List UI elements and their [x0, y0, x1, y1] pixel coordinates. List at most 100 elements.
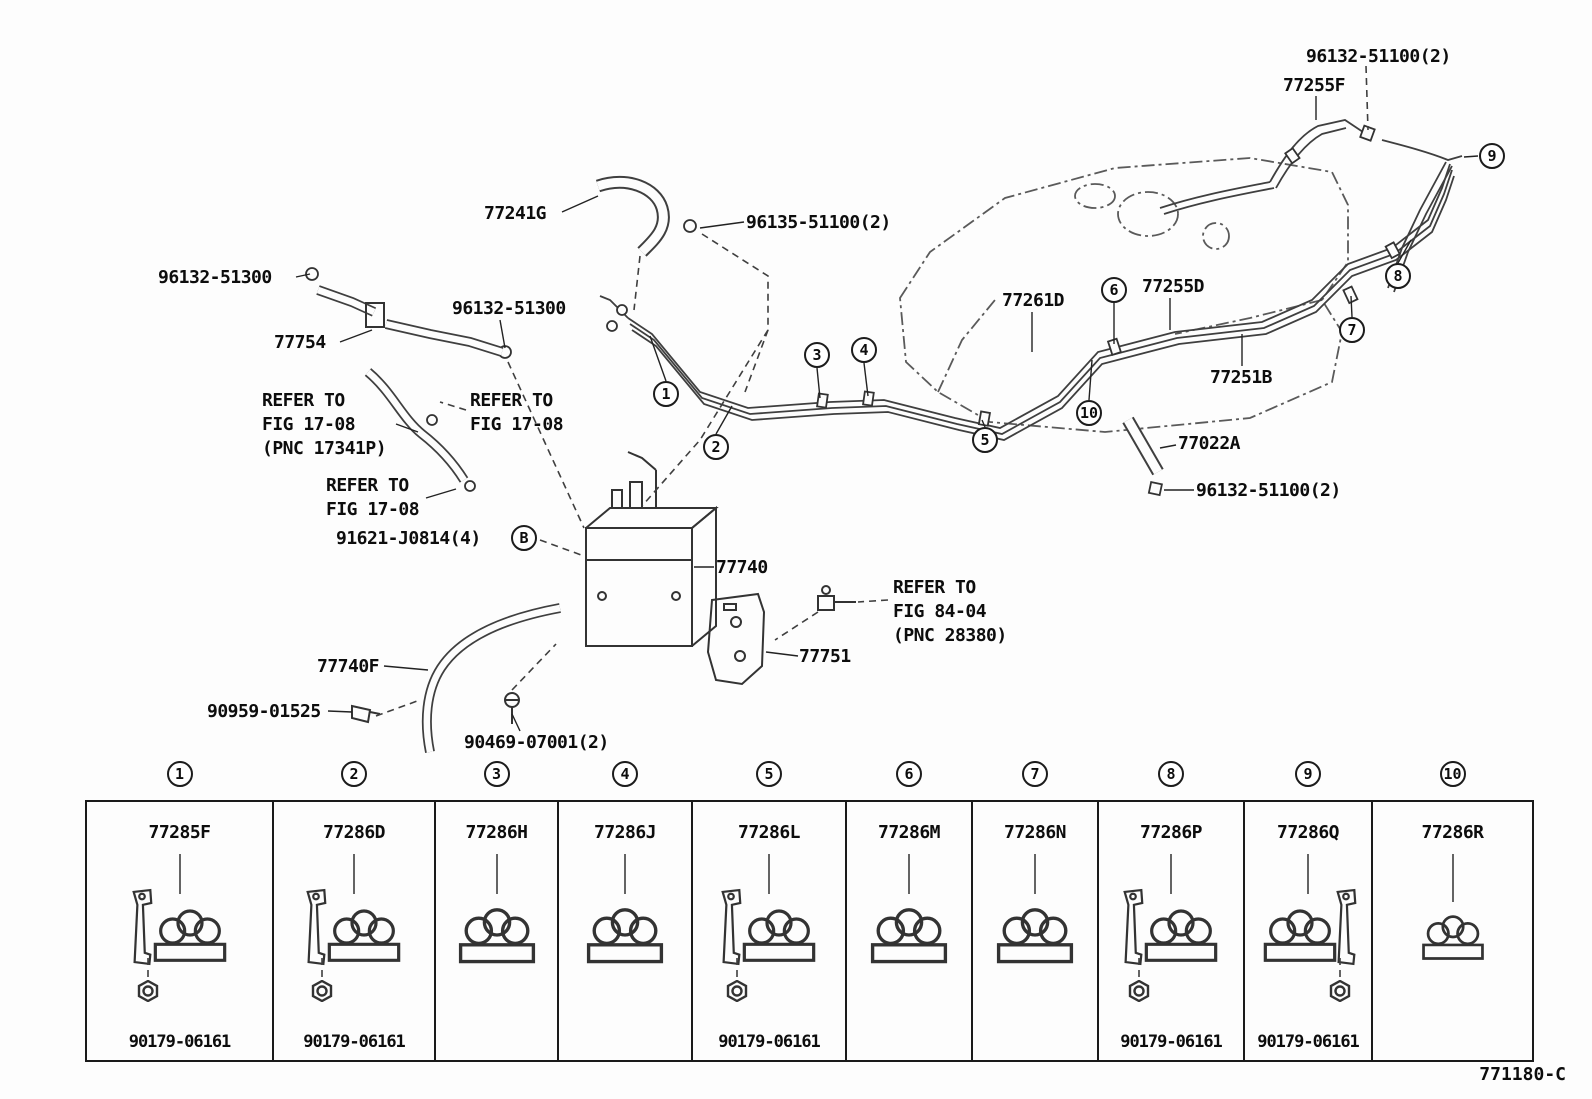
label-90469-07001: 90469-07001(2) [464, 732, 609, 753]
hose-77241G [595, 176, 670, 257]
callout-3: 3 [804, 342, 830, 368]
table-callout-9: 9 [1295, 761, 1321, 787]
table-callout-3: 3 [483, 761, 510, 787]
label-96135-51100: 96135-51100(2) [746, 212, 891, 233]
part-number-90179-06161: 90179-06161 [128, 1032, 232, 1052]
label-77022A: 77022A [1178, 433, 1241, 454]
clip-illustration [870, 854, 948, 964]
label-96132-51300-b: 96132-51300 [452, 298, 566, 319]
bolt-90469 [504, 692, 520, 724]
callout-9: 9 [1479, 143, 1505, 169]
table-callout-8: 8 [1158, 761, 1184, 787]
label-77255F: 77255F [1283, 75, 1346, 96]
table-cell-9: 9 77286Q 90179-06161 [1245, 761, 1373, 1060]
label-77255D: 77255D [1142, 276, 1205, 297]
clip-illustration [1263, 854, 1357, 1002]
part-number-77286M: 77286M [877, 822, 941, 843]
table-cell-7: 7 77286N [973, 761, 1099, 1060]
part-number-77286D: 77286D [322, 822, 386, 843]
refer-note-fig17-08-pnc: REFER TO FIG 17-08 (PNC 17341P) [262, 389, 387, 461]
table-callout-4: 4 [612, 761, 638, 787]
clip-illustration [721, 854, 816, 1002]
refer-note-fig84-04: REFER TO FIG 84-04 (PNC 28380) [893, 576, 1007, 648]
refer-line: FIG 17-08 [326, 499, 420, 520]
refer-line: FIG 17-08 [470, 414, 564, 435]
bracket-77751 [706, 592, 766, 686]
part-number-77285F: 77285F [148, 822, 211, 843]
table-cell-2: 2 77286D 90179-06161 [274, 761, 436, 1060]
dashed-leaders [375, 65, 1369, 717]
tube-clamp-marks [305, 124, 1401, 497]
tube-77022A [1122, 416, 1164, 476]
table-cell-3: 3 77286H [436, 761, 559, 1060]
refer-note-fig17-08-a: REFER TO FIG 17-08 [470, 389, 564, 437]
table-callout-6: 6 [896, 761, 922, 787]
label-77251B: 77251B [1210, 367, 1273, 388]
label-77241G: 77241G [484, 203, 547, 224]
solid-leaders [295, 96, 1479, 732]
clip-parts-table: 1 77285F 90179-06161 2 77286D 90179-0616… [85, 761, 1534, 1062]
label-96132-51100-top: 96132-51100(2) [1306, 46, 1451, 67]
table-cell-5: 5 77286L 90179-06161 [693, 761, 847, 1060]
refer-line: (PNC 17341P) [262, 438, 387, 459]
clip-illustration [996, 854, 1074, 964]
clip-illustration [586, 854, 664, 964]
figure-code: 771180-C [1479, 1064, 1566, 1085]
clip-illustration [458, 854, 535, 964]
label-77740F: 77740F [317, 656, 380, 677]
canister-77740 [585, 451, 719, 647]
refer-line: FIG 17-08 [262, 414, 356, 435]
elbow-fitting-84-04 [817, 585, 856, 611]
table-callout-7: 7 [1022, 761, 1048, 787]
part-number-90179-06161: 90179-06161 [718, 1032, 821, 1052]
refer-note-fig17-08-b: REFER TO FIG 17-08 [326, 474, 420, 522]
part-number-77286N: 77286N [1003, 822, 1067, 843]
table-cell-1: 1 77285F 90179-06161 [87, 761, 274, 1060]
clip-illustration [1421, 854, 1484, 960]
view-circle-b: B [511, 525, 537, 551]
table-callout-1: 1 [166, 761, 193, 787]
part-number-77286P: 77286P [1139, 822, 1203, 843]
part-number-90179-06161: 90179-06161 [303, 1032, 406, 1052]
part-number-90179-06161: 90179-06161 [1257, 1032, 1360, 1052]
callout-4: 4 [851, 337, 877, 363]
refer-line: (PNC 28380) [893, 625, 1007, 646]
label-77261D: 77261D [1002, 290, 1065, 311]
clamp-90959 [351, 704, 381, 724]
part-number-77286J: 77286J [593, 822, 657, 843]
hose-77740F [421, 603, 561, 753]
label-91621-J0814: 91621-J0814(4) [336, 528, 481, 549]
callout-7: 7 [1339, 317, 1365, 343]
callout-10: 10 [1076, 400, 1102, 426]
callout-6: 6 [1101, 277, 1127, 303]
part-number-77286L: 77286L [737, 822, 801, 843]
part-number-77286R: 77286R [1421, 822, 1484, 843]
part-number-90179-06161: 90179-06161 [1120, 1032, 1223, 1052]
label-77751: 77751 [799, 646, 851, 667]
tube-assy-77754 [316, 285, 504, 357]
table-cell-10: 10 77286R [1373, 761, 1532, 1060]
table-callout-5: 5 [756, 761, 782, 787]
refer-line: REFER TO [893, 577, 976, 598]
refer-line: REFER TO [262, 390, 345, 411]
label-96132-51100-bottom: 96132-51100(2) [1196, 480, 1341, 501]
refer-line: REFER TO [326, 475, 409, 496]
table-cell-4: 4 77286J [559, 761, 693, 1060]
label-96132-51300-a: 96132-51300 [158, 267, 272, 288]
clip-illustration [306, 854, 401, 1002]
table-cell-8: 8 77286P 90179-06161 [1099, 761, 1245, 1060]
table-cell-6: 6 77286M [847, 761, 973, 1060]
label-90959-01525: 90959-01525 [207, 701, 321, 722]
refer-line: REFER TO [470, 390, 553, 411]
callout-8: 8 [1385, 263, 1411, 289]
label-77754: 77754 [274, 332, 326, 353]
clip-illustration [131, 854, 226, 1002]
fuel-hoses-mid [364, 368, 469, 483]
label-77740: 77740 [716, 557, 768, 578]
table-callout-2: 2 [341, 761, 367, 787]
table-callout-10: 10 [1439, 761, 1466, 787]
callout-1: 1 [653, 381, 679, 407]
refer-line: FIG 84-04 [893, 601, 987, 622]
